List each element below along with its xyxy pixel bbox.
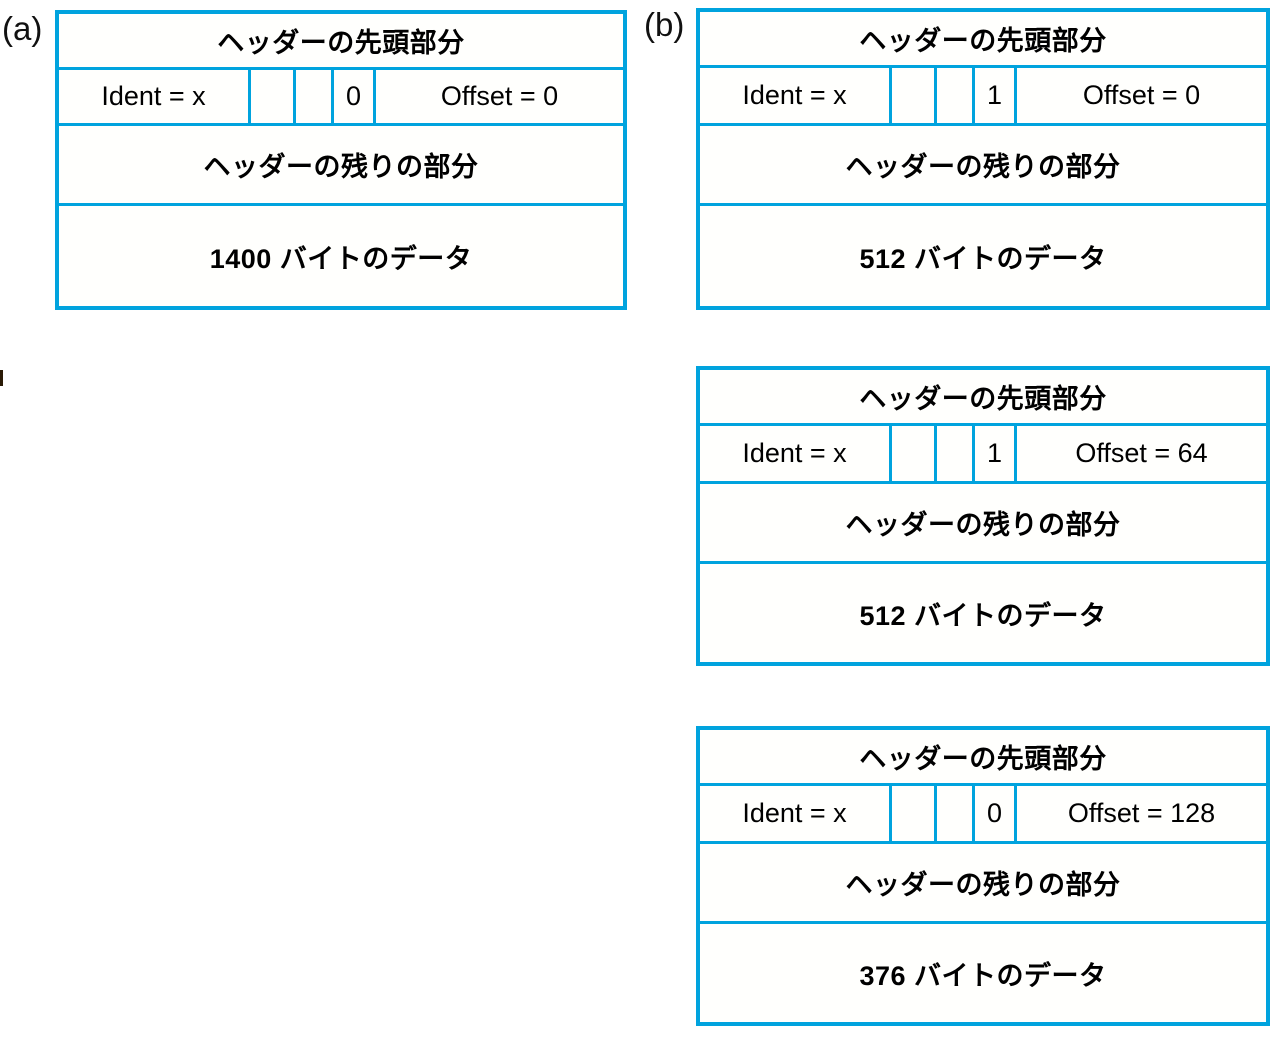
packet-b1-header-rest-label: ヘッダーの残りの部分 [845,152,1121,182]
packet-b2-data-row: 512 バイトのデータ [700,564,1266,662]
packet-a-blank-cell-1 [251,70,296,123]
packet-b2-data-label: 512 バイトのデータ [859,600,1107,631]
packet-b1-header-rest-row: ヘッダーの残りの部分 [700,126,1266,206]
packet-a-ident-cell: Ident = x [59,70,251,123]
packet-b2-header-rest-row: ヘッダーの残りの部分 [700,484,1266,564]
packet-b1-header-top-label: ヘッダーの先頭部分 [859,26,1107,56]
packet-a-header-rest-label: ヘッダーの残りの部分 [203,152,479,182]
packet-diagram-b-fragment-3: ヘッダーの先頭部分 Ident = x 0 Offset = 128 ヘッダーの… [696,726,1270,1026]
packet-a-blank-cell-2 [296,70,334,123]
packet-b3-header-top-label: ヘッダーの先頭部分 [859,744,1107,774]
packet-b2-offset-cell: Offset = 64 [1075,438,1208,468]
packet-b1-flags-row: Ident = x 1 Offset = 0 [700,68,1266,126]
packet-a-data-label: 1400 バイトのデータ [209,243,473,274]
packet-b1-blank-cell-2 [937,68,975,123]
scan-artifact-mark [0,370,3,386]
packet-diagram-a-original: ヘッダーの先頭部分 Ident = x 0 Offset = 0 ヘッダーの残り… [55,10,627,310]
packet-b3-header-rest-label: ヘッダーの残りの部分 [845,870,1121,900]
packet-b1-header-top-row: ヘッダーの先頭部分 [700,12,1266,68]
packet-b3-more-fragments-cell: 0 [975,786,1017,841]
packet-b3-data-row: 376 バイトのデータ [700,924,1266,1022]
packet-b3-ident-cell: Ident = x [700,786,892,841]
packet-b3-flags-row: Ident = x 0 Offset = 128 [700,786,1266,844]
packet-b3-offset-cell: Offset = 128 [1067,798,1216,828]
packet-b2-header-rest-label: ヘッダーの残りの部分 [845,510,1121,540]
packet-a-header-top-label: ヘッダーの先頭部分 [217,28,465,58]
packet-b3-header-top-row: ヘッダーの先頭部分 [700,730,1266,786]
packet-a-offset-cell: Offset = 0 [440,81,559,111]
packet-b3-data-label: 376 バイトのデータ [859,960,1107,991]
packet-diagram-b-fragment-1: ヘッダーの先頭部分 Ident = x 1 Offset = 0 ヘッダーの残り… [696,8,1270,310]
packet-b2-more-fragments-cell: 1 [975,426,1017,481]
packet-b3-blank-cell-1 [892,786,937,841]
packet-b1-ident-cell: Ident = x [700,68,892,123]
panel-b-label: (b) [644,6,685,43]
packet-diagram-b-fragment-2: ヘッダーの先頭部分 Ident = x 1 Offset = 64 ヘッダーの残… [696,366,1270,666]
packet-a-header-rest-row: ヘッダーの残りの部分 [59,126,623,206]
packet-b2-blank-cell-2 [937,426,975,481]
packet-b1-data-row: 512 バイトのデータ [700,206,1266,306]
packet-b2-header-top-label: ヘッダーの先頭部分 [859,384,1107,414]
packet-a-header-top-row: ヘッダーの先頭部分 [59,14,623,70]
packet-b1-offset-cell: Offset = 0 [1082,80,1201,110]
packet-b1-blank-cell-1 [892,68,937,123]
packet-a-flags-row: Ident = x 0 Offset = 0 [59,70,623,126]
packet-b2-ident-cell: Ident = x [700,426,892,481]
packet-b2-header-top-row: ヘッダーの先頭部分 [700,370,1266,426]
packet-b3-header-rest-row: ヘッダーの残りの部分 [700,844,1266,924]
packet-a-more-fragments-cell: 0 [334,70,376,123]
packet-b2-blank-cell-1 [892,426,937,481]
packet-b1-data-label: 512 バイトのデータ [859,243,1107,274]
panel-a-label: (a) [2,10,43,47]
packet-a-data-row: 1400 バイトのデータ [59,206,623,306]
packet-b3-blank-cell-2 [937,786,975,841]
packet-b2-flags-row: Ident = x 1 Offset = 64 [700,426,1266,484]
packet-b1-more-fragments-cell: 1 [975,68,1017,123]
